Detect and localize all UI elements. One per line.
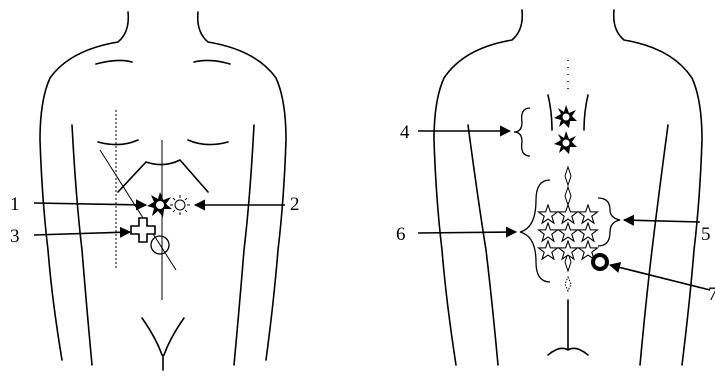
arrow-5 bbox=[624, 220, 700, 222]
label-5: 5 bbox=[701, 224, 711, 245]
cross-icon bbox=[131, 218, 155, 242]
brace-5 bbox=[598, 198, 620, 246]
arrow-1 bbox=[34, 203, 146, 205]
starburst-icon bbox=[147, 192, 172, 217]
label-2: 2 bbox=[290, 194, 300, 215]
label-7: 7 bbox=[708, 284, 715, 305]
star-icon bbox=[579, 205, 598, 223]
diamond-icon bbox=[565, 187, 571, 205]
starburst-icon bbox=[554, 105, 577, 128]
label-6: 6 bbox=[396, 224, 406, 245]
starburst-icon bbox=[554, 131, 577, 154]
star-icon bbox=[539, 241, 558, 259]
sun-icon bbox=[170, 195, 190, 215]
arrow-7 bbox=[610, 265, 710, 290]
diamond-icon bbox=[565, 167, 571, 185]
diamond-icon bbox=[565, 277, 571, 291]
star-icon bbox=[559, 223, 578, 241]
star-icon bbox=[579, 223, 598, 241]
label-1: 1 bbox=[10, 194, 20, 215]
brace-4 bbox=[514, 108, 530, 156]
star-icon bbox=[559, 205, 578, 223]
label-3: 3 bbox=[10, 226, 20, 247]
star-group bbox=[539, 205, 598, 259]
star-icon bbox=[539, 223, 558, 241]
star-icon bbox=[539, 205, 558, 223]
ring-icon bbox=[593, 255, 607, 269]
front-torso bbox=[40, 12, 286, 370]
label-4: 4 bbox=[400, 122, 410, 143]
arrow-6 bbox=[418, 232, 516, 233]
